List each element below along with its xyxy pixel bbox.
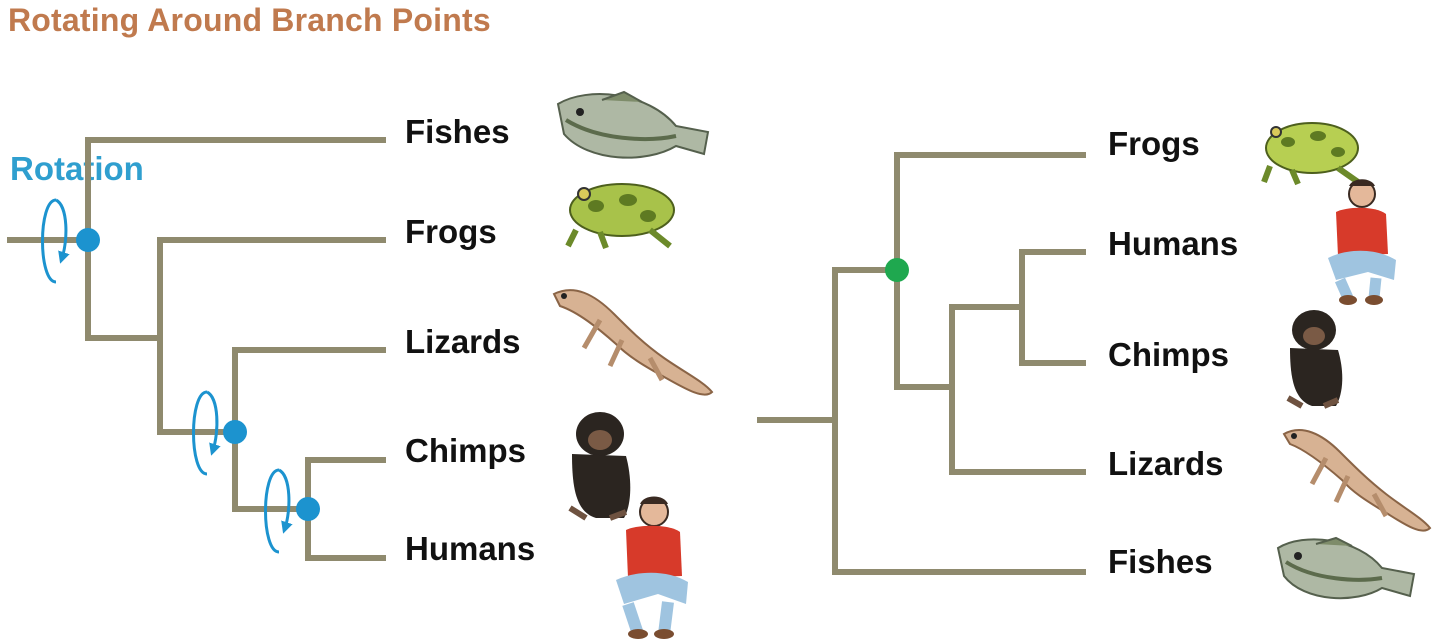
right-tree [757,152,1086,575]
fish-icon [1276,536,1416,600]
right-taxon-lizards: Lizards [1108,445,1224,482]
rotation-node-root [76,228,100,252]
left-taxon-frogs: Frogs [405,213,497,250]
right-taxon-fishes: Fishes [1108,543,1213,580]
right-taxon-frogs: Frogs [1108,125,1200,162]
chimp-icon [1286,310,1343,409]
lizard-icon [1282,429,1432,532]
fish-icon [556,90,710,159]
human-icon [616,496,688,639]
rotation-node-chimp-human [296,497,320,521]
rotation-arrows [41,198,293,554]
diagram-title: Rotating Around Branch Points [8,2,491,38]
left-taxon-fishes: Fishes [405,113,510,150]
human-icon [1328,179,1396,305]
right-taxon-chimps: Chimps [1108,336,1230,373]
rotation-arrow-chimp-human [264,468,293,554]
frog-icon [1261,122,1360,186]
rotation-arrow-root [41,198,70,284]
left-tree [7,137,386,561]
left-taxon-chimps: Chimps [405,432,527,469]
left-taxon-lizards: Lizards [405,323,521,360]
right-taxon-humans: Humans [1108,225,1239,262]
chimp-icon [568,412,631,521]
rotation-node-lizard-primate [223,420,247,444]
tetrapod-node [885,258,909,282]
frog-icon [565,183,675,250]
left-taxon-humans: Humans [405,530,536,567]
rotation-arrow-lizard-primate [192,390,221,476]
rotation-label: Rotation [10,150,144,187]
lizard-icon [552,289,714,396]
